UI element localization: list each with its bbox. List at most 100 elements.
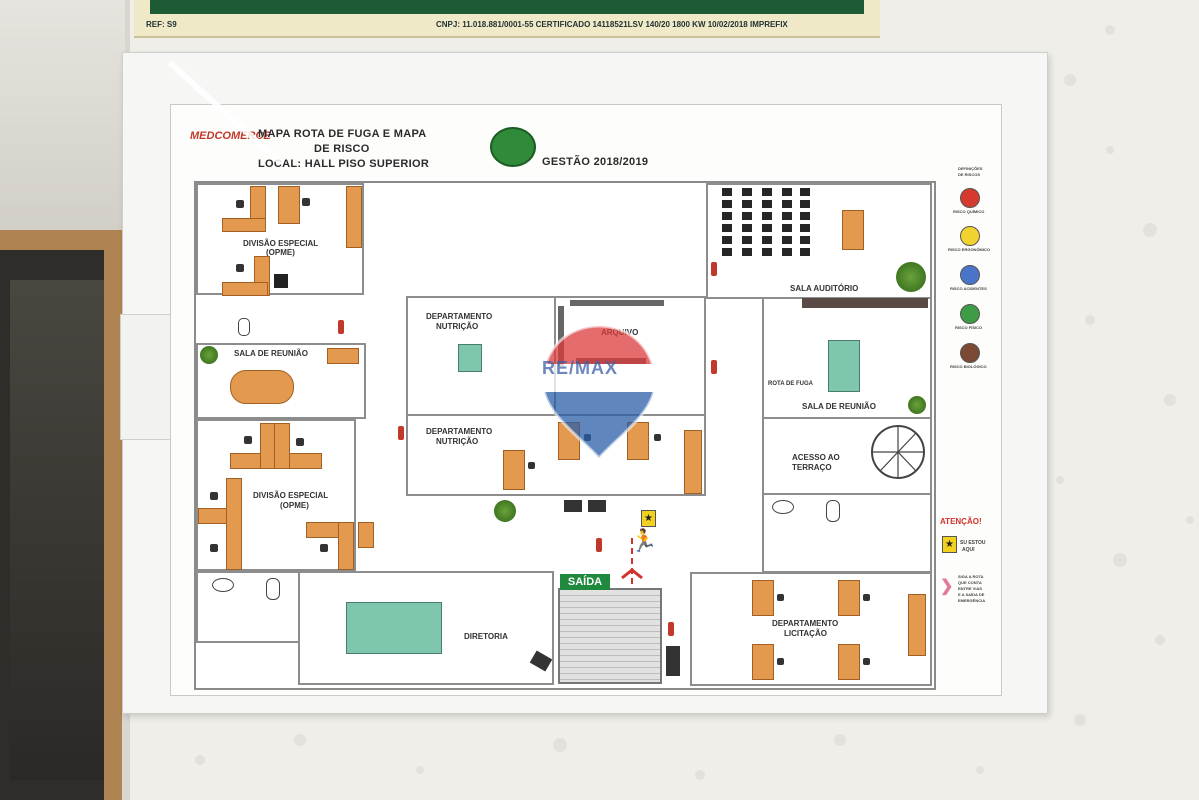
risk-dot-fisico xyxy=(960,304,980,324)
fire-extinguisher-icon xyxy=(596,538,602,552)
chair xyxy=(777,594,784,601)
toilet-icon xyxy=(826,500,840,522)
atencao-heading: ATENÇÃO! xyxy=(940,517,982,526)
room-bathroom-left xyxy=(196,571,300,643)
plant-icon xyxy=(200,346,218,364)
remax-balloon-icon xyxy=(541,324,657,461)
table-sala-reuniao-right xyxy=(828,340,860,392)
auditorium-seats xyxy=(722,188,810,256)
risk-dot-ergonomico xyxy=(960,226,980,246)
label-dep-nutricao-top-2: NUTRIÇÃO xyxy=(436,322,479,331)
label-divisao-especial-bottom: DIVISÃO ESPECIAL xyxy=(253,491,329,500)
chair xyxy=(863,658,870,665)
label-divisao-especial-top: DIVISÃO ESPECIAL xyxy=(243,239,319,248)
spiral-stairs-icon xyxy=(871,425,925,479)
legend-label-fisico: RISCO FÍSICO xyxy=(955,325,983,330)
desk xyxy=(752,580,774,616)
map-title-line1: MAPA ROTA DE FUGA E MAPA xyxy=(258,128,427,140)
desk xyxy=(838,644,860,680)
label-opme-top: (OPME) xyxy=(266,248,295,257)
legend-you-are-here-2: AQUI xyxy=(962,547,975,553)
legend-route-note-3: ENTRE VIAS xyxy=(958,586,983,591)
desk xyxy=(274,423,290,469)
arquivo-shelf xyxy=(570,300,664,306)
label-dep-nutricao-bottom-2: NUTRIÇÃO xyxy=(436,437,479,446)
risk-dot-biologico xyxy=(960,343,980,363)
chair xyxy=(777,658,784,665)
chair xyxy=(302,198,310,206)
glare-highlight xyxy=(492,270,612,278)
legend-label-ergonomico: RISCO ERGONÔMICO xyxy=(948,247,991,252)
chair xyxy=(244,436,252,444)
plant-icon xyxy=(896,262,926,292)
sink-icon xyxy=(772,500,794,514)
fire-extinguisher-icon xyxy=(338,320,344,334)
desk xyxy=(838,580,860,616)
room-dep-licitacao xyxy=(690,572,932,686)
you-are-here-star-icon: ★ xyxy=(641,510,656,527)
table-diretoria xyxy=(346,602,442,654)
running-person-icon: 🏃 xyxy=(630,528,658,553)
chair xyxy=(528,462,535,469)
toilet-icon xyxy=(238,318,250,336)
legend-heading-2: DE RISCOS xyxy=(958,172,981,177)
desk xyxy=(226,478,242,570)
door-upper-wall xyxy=(0,0,125,230)
desk xyxy=(684,430,702,494)
plant-icon xyxy=(494,500,516,522)
legend-star-icon: ★ xyxy=(942,536,957,553)
label-diretoria: DIRETORIA xyxy=(464,632,508,641)
legend-route-note-5: EMERGÊNCIA xyxy=(958,598,986,603)
map-title-line2: DE RISCO xyxy=(314,143,370,155)
desk xyxy=(222,218,266,232)
desk xyxy=(627,422,649,460)
map-title-line3: LOCAL: HALL PISO SUPERIOR xyxy=(258,158,430,170)
legend-arrow-icon: ❯ xyxy=(940,578,954,595)
label-sala-auditorio: SALA AUDITÓRIO xyxy=(790,284,859,293)
equipment xyxy=(274,274,288,288)
risk-dot-acidentes xyxy=(960,265,980,285)
chair xyxy=(654,434,661,441)
label-dep-licitacao-2: LICITAÇÃO xyxy=(784,629,827,638)
legend-label-acidentes: RISCO ACIDENTES xyxy=(950,286,987,291)
toilet-icon xyxy=(266,578,280,600)
label-sala-reuniao-left: SALA DE REUNIÃO xyxy=(234,349,308,358)
desk xyxy=(908,594,926,656)
label-dep-licitacao-1: DEPARTAMENTO xyxy=(772,619,839,628)
gestao-label: GESTÃO 2018/2019 xyxy=(542,156,649,168)
legend-label-biologico: RISCO BIOLÓGICO xyxy=(950,364,987,369)
label-dep-nutricao-bottom-1: DEPARTAMENTO xyxy=(426,427,493,436)
legend-label-quimico: RISCO QUÍMICO xyxy=(953,209,985,214)
remax-brand: RE/MAX xyxy=(542,358,619,378)
risk-dot-quimico xyxy=(960,188,980,208)
plate-green-band xyxy=(150,0,864,14)
legend-you-are-here-1: SU ESTOU xyxy=(960,540,986,546)
chair xyxy=(210,544,218,552)
plate-ref: REF: S9 xyxy=(146,20,177,29)
desk xyxy=(346,186,362,248)
arquivo-shelf xyxy=(558,306,564,366)
legend-route-note-2: QUE CONTA xyxy=(958,580,982,585)
chair xyxy=(210,492,218,500)
chair xyxy=(236,264,244,272)
exit-stairs xyxy=(558,588,662,684)
desk xyxy=(338,522,354,570)
plant-icon xyxy=(908,396,926,414)
label-rota-de-fuga: ROTA DE FUGA xyxy=(768,381,813,387)
label-sala-reuniao-right: SALA DE REUNIÃO xyxy=(802,402,876,411)
legend-route-note-4: E A SAÍDA DE xyxy=(958,592,985,597)
fire-extinguisher-icon xyxy=(711,262,717,276)
staircase-background xyxy=(10,280,104,780)
plate-text: CNPJ: 11.018.881/0001-55 CERTIFICADO 141… xyxy=(436,20,788,29)
desk xyxy=(278,186,300,224)
seal-icon xyxy=(490,127,536,167)
desk xyxy=(358,522,374,548)
chair xyxy=(296,438,304,446)
meeting-table-left xyxy=(230,370,294,404)
desk xyxy=(752,644,774,680)
auditorium-stage xyxy=(802,298,928,308)
label-acesso-terraco-2: TERRAÇO xyxy=(792,463,832,472)
chair xyxy=(236,200,244,208)
fire-extinguisher-icon xyxy=(668,622,674,636)
desk xyxy=(842,210,864,250)
